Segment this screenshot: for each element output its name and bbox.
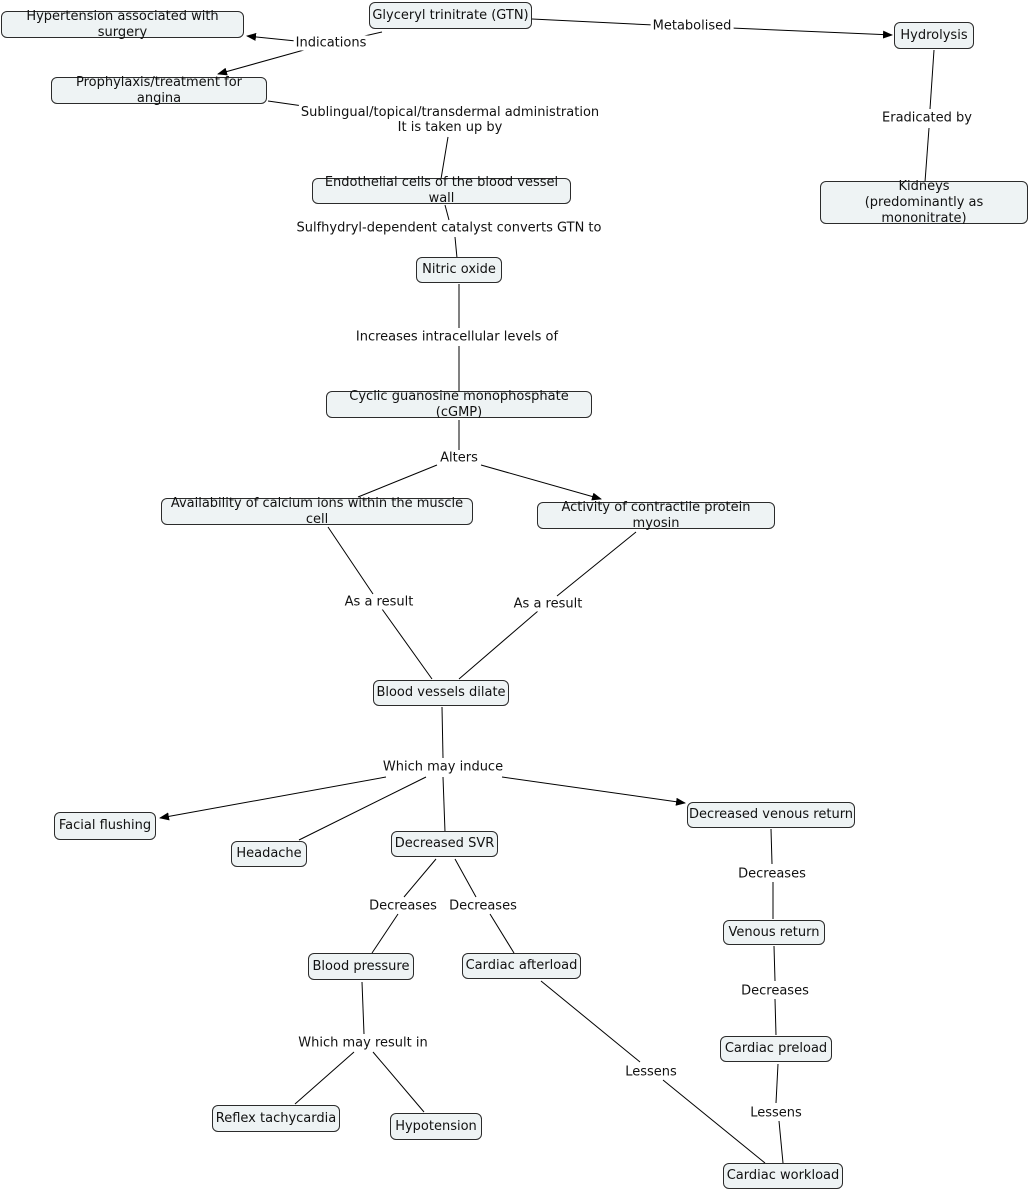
link-lessens-afterload: Lessens [623, 1064, 679, 1080]
node-afterload[interactable]: Cardiac afterload [462, 953, 581, 979]
edge-metabolised-hydrolysis [730, 27, 893, 39]
node-myosin[interactable]: Activity of contractile protein myosin [537, 500, 775, 531]
edge-decreases-preload [774, 998, 777, 1036]
edge-svr-decreases-after [454, 858, 477, 898]
edge-hydrolysis-eradicated [929, 49, 935, 110]
edge-result-dilate-left [381, 608, 433, 680]
link-decreases-preload: Decreases [739, 983, 811, 999]
link-result-right: As a result [511, 596, 585, 612]
link-increases: Increases intracellular levels of [353, 329, 561, 345]
node-dilate[interactable]: Blood vessels dilate [373, 680, 509, 706]
edge-myosin-result [556, 531, 637, 597]
edge-bp-result [361, 981, 365, 1035]
link-sublingual: Sublingual/topical/transdermal administr… [298, 105, 602, 135]
node-nitric-oxide[interactable]: Nitric oxide [416, 257, 502, 283]
edge-eradicated-kidneys [924, 127, 930, 183]
node-kidneys[interactable]: Kidneys (predominantly as mononitrate) [820, 179, 1028, 226]
edge-induce-flushing [159, 776, 387, 821]
edge-indications-hypertension [246, 32, 297, 42]
link-decreases-bp: Decreases [367, 898, 439, 914]
edge-indications-angina [217, 49, 305, 76]
edge-calcium-result [327, 526, 374, 595]
edge-alters-myosin [480, 464, 602, 501]
edge-decreases-after [489, 913, 515, 954]
link-decreases-venous: Decreases [736, 866, 808, 882]
link-eradicated: Eradicated by [880, 110, 974, 126]
edge-svr-decreases-bp [403, 858, 437, 898]
link-decreases-afterload: Decreases [447, 898, 519, 914]
edge-dilate-induce [441, 706, 444, 759]
node-calcium[interactable]: Availability of calcium ions within the … [161, 496, 473, 527]
edge-afterload-lessens [540, 980, 641, 1063]
edge-result-tachycardia [294, 1051, 355, 1105]
node-svr[interactable]: Decreased SVR [391, 831, 498, 857]
node-venous-return[interactable]: Venous return [723, 920, 825, 945]
node-blood-pressure[interactable]: Blood pressure [308, 953, 414, 980]
link-lessens-preload: Lessens [748, 1105, 804, 1121]
edge-sulfhydryl-no [454, 236, 458, 259]
node-angina[interactable]: Prophylaxis/treatment for angina [51, 75, 267, 106]
link-result-left: As a result [342, 594, 416, 610]
node-gtn[interactable]: Glyceryl trinitrate (GTN) [369, 2, 532, 29]
edge-preload-lessens [775, 1063, 779, 1104]
edge-induce-headache [298, 776, 427, 841]
node-hypotension[interactable]: Hypotension [390, 1113, 482, 1140]
edge-result-dilate-right [458, 610, 539, 680]
edge-lessens-workload-left [662, 1079, 766, 1164]
node-flushing[interactable]: Facial flushing [54, 812, 156, 840]
node-preload[interactable]: Cardiac preload [720, 1036, 832, 1062]
link-may-result: Which may result in [296, 1035, 430, 1051]
edge-alters-calcium [357, 464, 438, 498]
edge-lessens-workload-right [778, 1120, 784, 1164]
link-indications: Indications [293, 35, 369, 51]
edge-sublingual-endothelial [440, 136, 449, 180]
edge-induce-venous [501, 776, 686, 806]
link-alters: Alters [438, 450, 480, 466]
link-sulfhydryl: Sulfhydryl-dependent catalyst converts G… [294, 220, 604, 236]
edge-result-hypotension [372, 1051, 425, 1113]
node-endothelial[interactable]: Endothelial cells of the blood vessel wa… [312, 175, 571, 206]
edge-gtn-metabolised [531, 18, 655, 26]
node-tachycardia[interactable]: Reflex tachycardia [212, 1105, 340, 1132]
node-venous-decreased[interactable]: Decreased venous return [687, 802, 855, 828]
edge-induce-svr [442, 776, 446, 833]
link-induce: Which may induce [380, 759, 506, 775]
node-hypertension-surgery[interactable]: Hypertension associated with surgery [1, 9, 244, 40]
edge-decreases-bp [371, 913, 399, 954]
edge-endothelial-sulfhydryl [444, 204, 450, 221]
edge-venous-decreases [770, 828, 773, 865]
node-hydrolysis[interactable]: Hydrolysis [894, 22, 974, 49]
node-cgmp[interactable]: Cyclic guanosine monophosphate (cGMP) [326, 389, 592, 420]
link-metabolised: Metabolised [650, 18, 734, 34]
node-workload[interactable]: Cardiac workload [723, 1163, 843, 1189]
edge-venous-return-decreases [773, 945, 776, 982]
node-headache[interactable]: Headache [231, 841, 307, 867]
